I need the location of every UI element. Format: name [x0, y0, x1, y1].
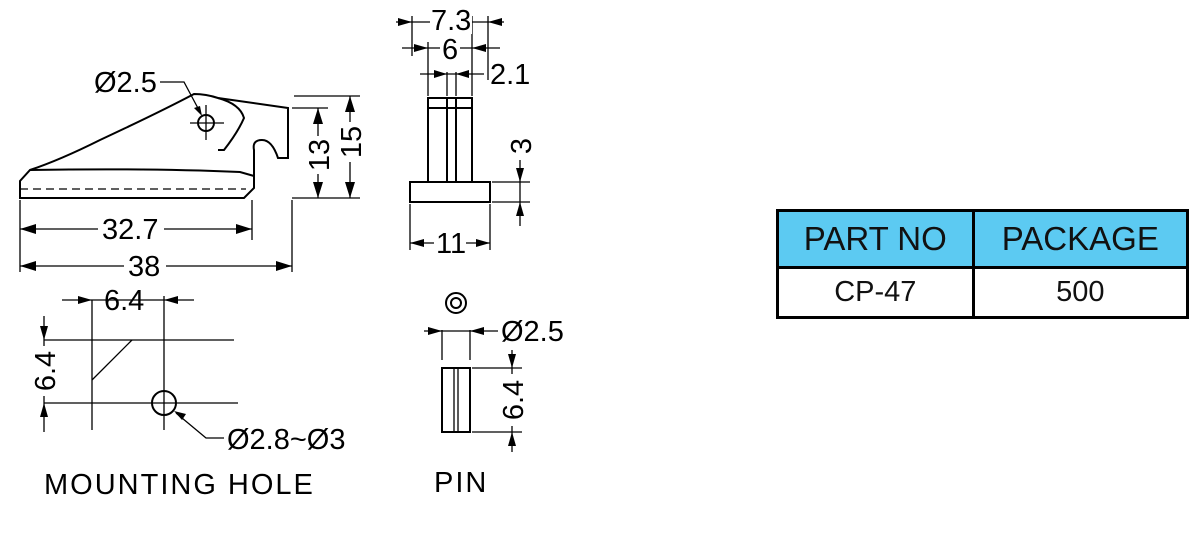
side-view-body-edge — [29, 168, 255, 177]
height-13-label: 13 — [304, 139, 336, 171]
label-mask — [430, 4, 472, 34]
arrow — [174, 411, 186, 420]
table-row: CP-47 500 — [776, 266, 1190, 319]
label-mask — [304, 136, 332, 174]
table-header-part-no: PART NO — [776, 209, 975, 269]
width-7-3-label: 7.3 — [431, 5, 471, 37]
mounting-hole-caption: MOUNTING HOLE — [44, 469, 315, 501]
pin-length-label: 6.4 — [498, 380, 530, 420]
arrow — [20, 224, 36, 234]
arrow — [508, 432, 516, 446]
hole-leader — [175, 412, 224, 439]
mounting-hole-circle — [151, 390, 177, 416]
arrow — [345, 96, 355, 112]
slot-2-1-label: 2.1 — [490, 59, 530, 91]
arrow — [456, 70, 469, 78]
table-header-row: PART NO PACKAGE — [776, 209, 1190, 269]
label-mask — [30, 346, 58, 396]
arrow — [472, 44, 486, 52]
width-6-label: 6 — [442, 34, 458, 66]
offset-y-label: 6.4 — [30, 351, 62, 391]
arrow — [78, 296, 92, 304]
mounting-hole-view: 6.4 6.4 Ø2.8~Ø3 MOUNTING HOLE — [30, 285, 346, 501]
side-view-inner-edge — [217, 97, 246, 151]
arrow — [434, 70, 447, 78]
arrow — [410, 239, 424, 247]
hole-diameter-label: Ø2.5 — [94, 67, 157, 99]
width-32-7-label: 32.7 — [102, 214, 158, 246]
pin-caption: PIN — [434, 467, 488, 499]
arrow — [236, 224, 252, 234]
label-mask — [336, 122, 364, 162]
arrow — [164, 296, 178, 304]
arrow — [476, 239, 490, 247]
arrow — [414, 44, 428, 52]
arrow — [40, 403, 48, 417]
width-38-label: 38 — [128, 251, 160, 283]
end-view-upper-body — [427, 97, 473, 183]
table-header-package: PACKAGE — [971, 209, 1190, 269]
end-view: 7.3 6 2.1 3 11 — [396, 4, 538, 260]
offset-x-label: 6.4 — [104, 285, 144, 317]
label-mask — [124, 250, 166, 282]
pin-end-circle — [445, 292, 467, 314]
arrow — [470, 327, 484, 335]
arrow — [20, 261, 36, 271]
arrow — [40, 326, 48, 340]
label-mask — [498, 374, 526, 426]
hole-leader-arrow — [194, 106, 202, 116]
table-cell-part-no: CP-47 — [776, 266, 975, 319]
end-view-base — [409, 181, 491, 203]
side-view: Ø2.5 32.7 38 13 15 — [19, 67, 368, 283]
arrow — [276, 261, 292, 271]
height-15-label: 15 — [336, 126, 368, 158]
label-mask — [98, 212, 164, 244]
arrow — [345, 182, 355, 198]
arrow — [516, 202, 524, 216]
pin-end-inner — [450, 297, 462, 309]
label-mask — [434, 228, 466, 258]
arrow — [516, 168, 524, 182]
hole-leader — [160, 81, 201, 113]
arrow — [508, 354, 516, 368]
label-mask — [440, 34, 460, 62]
part-table: PART NO PACKAGE CP-47 500 — [776, 209, 1190, 319]
table-cell-package: 500 — [971, 266, 1190, 319]
arrow — [313, 182, 323, 198]
pin-body — [441, 367, 471, 433]
arrow — [398, 18, 412, 26]
side-view-outline — [19, 92, 289, 199]
step-3-label: 3 — [506, 138, 538, 154]
pin-view: Ø2.5 6.4 PIN — [424, 292, 564, 499]
arrow — [313, 108, 323, 124]
arrow — [428, 327, 442, 335]
arrow — [488, 18, 502, 26]
mounting-hole-diameter-label: Ø2.8~Ø3 — [227, 424, 346, 456]
pin-diameter-label: Ø2.5 — [501, 316, 564, 348]
edge-chamfer-line — [91, 339, 133, 381]
base-11-label: 11 — [436, 228, 466, 260]
